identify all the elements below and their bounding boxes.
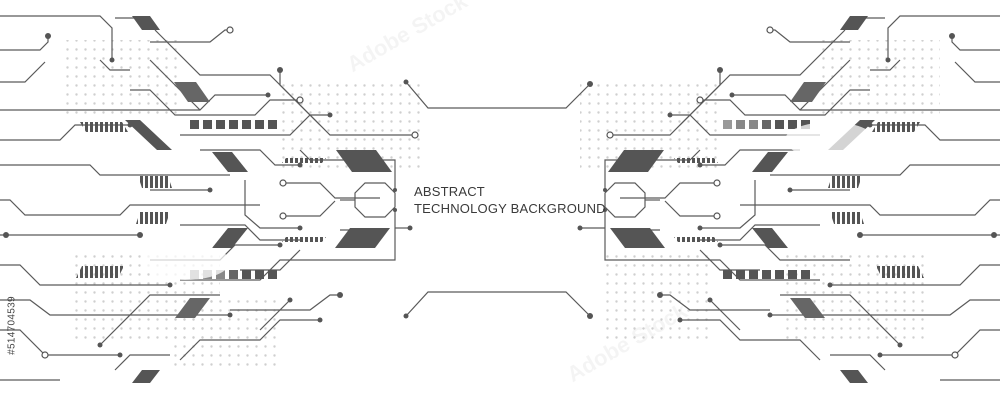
headline-line-1: ABSTRACT — [414, 184, 485, 199]
circuit-right — [577, 15, 1000, 383]
circuit-nodes-left — [3, 26, 593, 359]
headline-line-2: TECHNOLOGY BACKGROUND — [414, 201, 606, 216]
stock-id-label: #514704539 — [6, 296, 18, 355]
glow-highlights — [140, 122, 875, 280]
dot-texture-right — [580, 40, 940, 340]
circuit-shapes-left — [76, 16, 392, 383]
